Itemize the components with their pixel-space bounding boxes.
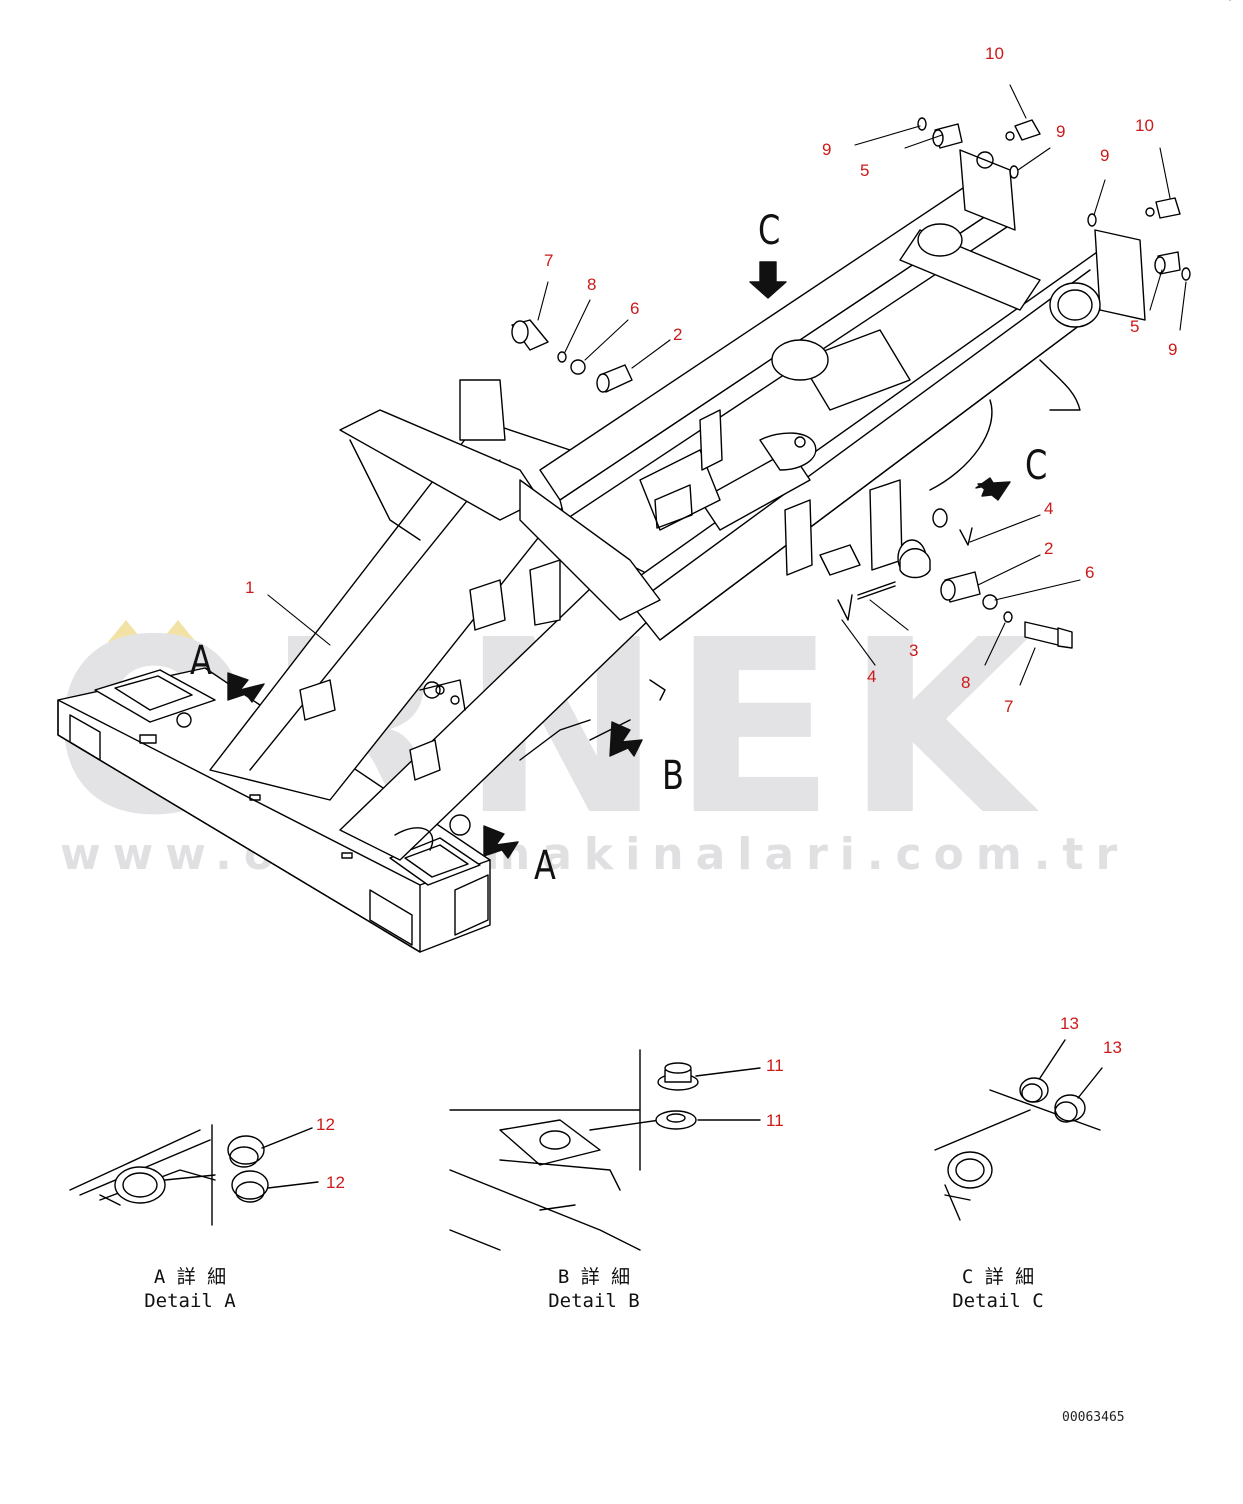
- detail-a-jp: A 詳 細: [153, 1266, 227, 1288]
- callout-7: 7: [1004, 697, 1014, 716]
- document-number: 00063465: [1062, 1410, 1125, 1425]
- callout-13: 13: [1103, 1038, 1122, 1057]
- callout-10: 10: [1135, 116, 1154, 135]
- watermark-accent: [108, 620, 144, 642]
- view-marker-a: A: [534, 843, 556, 889]
- callout-4: 4: [867, 667, 877, 686]
- callout-8: 8: [961, 673, 971, 692]
- front-bumper: [57, 667, 491, 953]
- detail-a-en: Detail A: [144, 1290, 236, 1312]
- callout-8: 8: [587, 275, 597, 294]
- loose-parts: [511, 117, 1191, 649]
- callout-3: 3: [909, 641, 919, 660]
- detail-b-en: Detail B: [548, 1290, 640, 1312]
- watermark-accent: [160, 620, 196, 642]
- callout-5: 5: [1130, 317, 1140, 336]
- detail-b-jp: B 詳 細: [557, 1266, 631, 1288]
- detail-c-art: [934, 1039, 1103, 1221]
- callout-1: 1: [245, 578, 255, 597]
- callout-4: 4: [1044, 499, 1054, 518]
- callout-10: 10: [985, 44, 1004, 63]
- callout-12: 12: [316, 1115, 335, 1134]
- callout-7: 7: [544, 251, 554, 270]
- detail-b-art: [449, 1049, 761, 1251]
- detail-a-caption: A 詳 細 Detail A: [120, 1265, 260, 1313]
- callout-11: 11: [766, 1056, 784, 1075]
- detail-c-en: Detail C: [952, 1290, 1044, 1312]
- detail-c-jp: C 詳 細: [961, 1266, 1035, 1288]
- view-marker-a: A: [190, 638, 212, 684]
- callout-9: 9: [822, 140, 832, 159]
- view-marker-c: C: [758, 208, 781, 254]
- view-marker-b: B: [662, 753, 684, 799]
- callout-9: 9: [1056, 122, 1066, 141]
- rear-mounts: [589, 149, 1146, 741]
- detail-c-caption: C 詳 細 Detail C: [928, 1265, 1068, 1313]
- callout-11: 11: [766, 1111, 784, 1130]
- leader-lines: [267, 0, 1231, 686]
- view-marker-c: C: [1025, 443, 1048, 489]
- callout-9: 9: [1168, 340, 1178, 359]
- callout-13: 13: [1060, 1014, 1079, 1033]
- callout-9: 9: [1100, 146, 1110, 165]
- callout-5: 5: [860, 161, 870, 180]
- callout-6: 6: [1085, 563, 1095, 582]
- callout-2: 2: [673, 325, 683, 344]
- view-arrows: [227, 261, 1011, 859]
- callout-6: 6: [630, 299, 640, 318]
- detail-a-art: [69, 1124, 319, 1226]
- callout-2: 2: [1044, 539, 1054, 558]
- callout-12: 12: [326, 1173, 345, 1192]
- front-frame-structure: [299, 379, 817, 851]
- detail-b-caption: B 詳 細 Detail B: [524, 1265, 664, 1313]
